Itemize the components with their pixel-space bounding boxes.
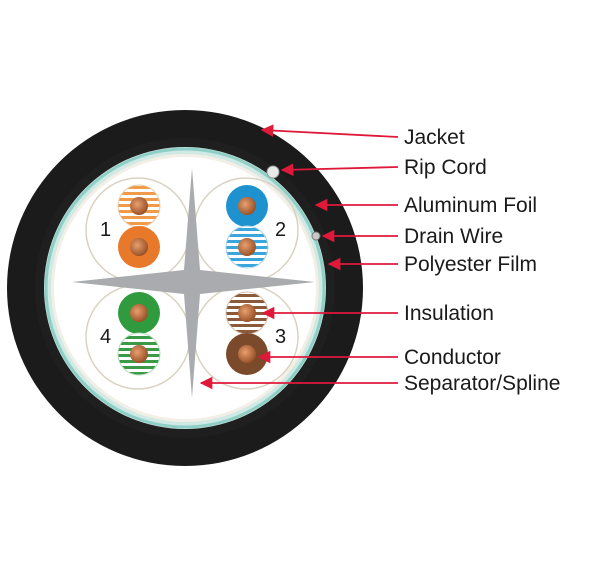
drain-wire — [311, 231, 321, 241]
pair-number-3: 3 — [275, 326, 286, 348]
pair-2 — [225, 185, 269, 269]
insulation-label: Insulation — [404, 302, 494, 325]
pair-4 — [117, 292, 161, 376]
drain-wire-label: Drain Wire — [404, 225, 503, 248]
pair-1 — [117, 184, 161, 268]
pair-3 — [225, 291, 269, 375]
separator-spline — [72, 168, 315, 398]
pair-number-4: 4 — [100, 326, 111, 348]
callout-arrows — [199, 124, 399, 390]
pair-number-2: 2 — [275, 219, 286, 241]
separator-spline-label: Separator/Spline — [404, 372, 560, 395]
rip-cord — [266, 165, 280, 179]
pair-number-1: 1 — [100, 219, 111, 241]
polyester-film-label: Polyester Film — [404, 253, 537, 276]
rip-cord-label: Rip Cord — [404, 156, 487, 179]
conductor-label: Conductor — [404, 346, 501, 369]
aluminum-foil-label: Aluminum Foil — [404, 194, 537, 217]
jacket-label: Jacket — [404, 126, 465, 149]
